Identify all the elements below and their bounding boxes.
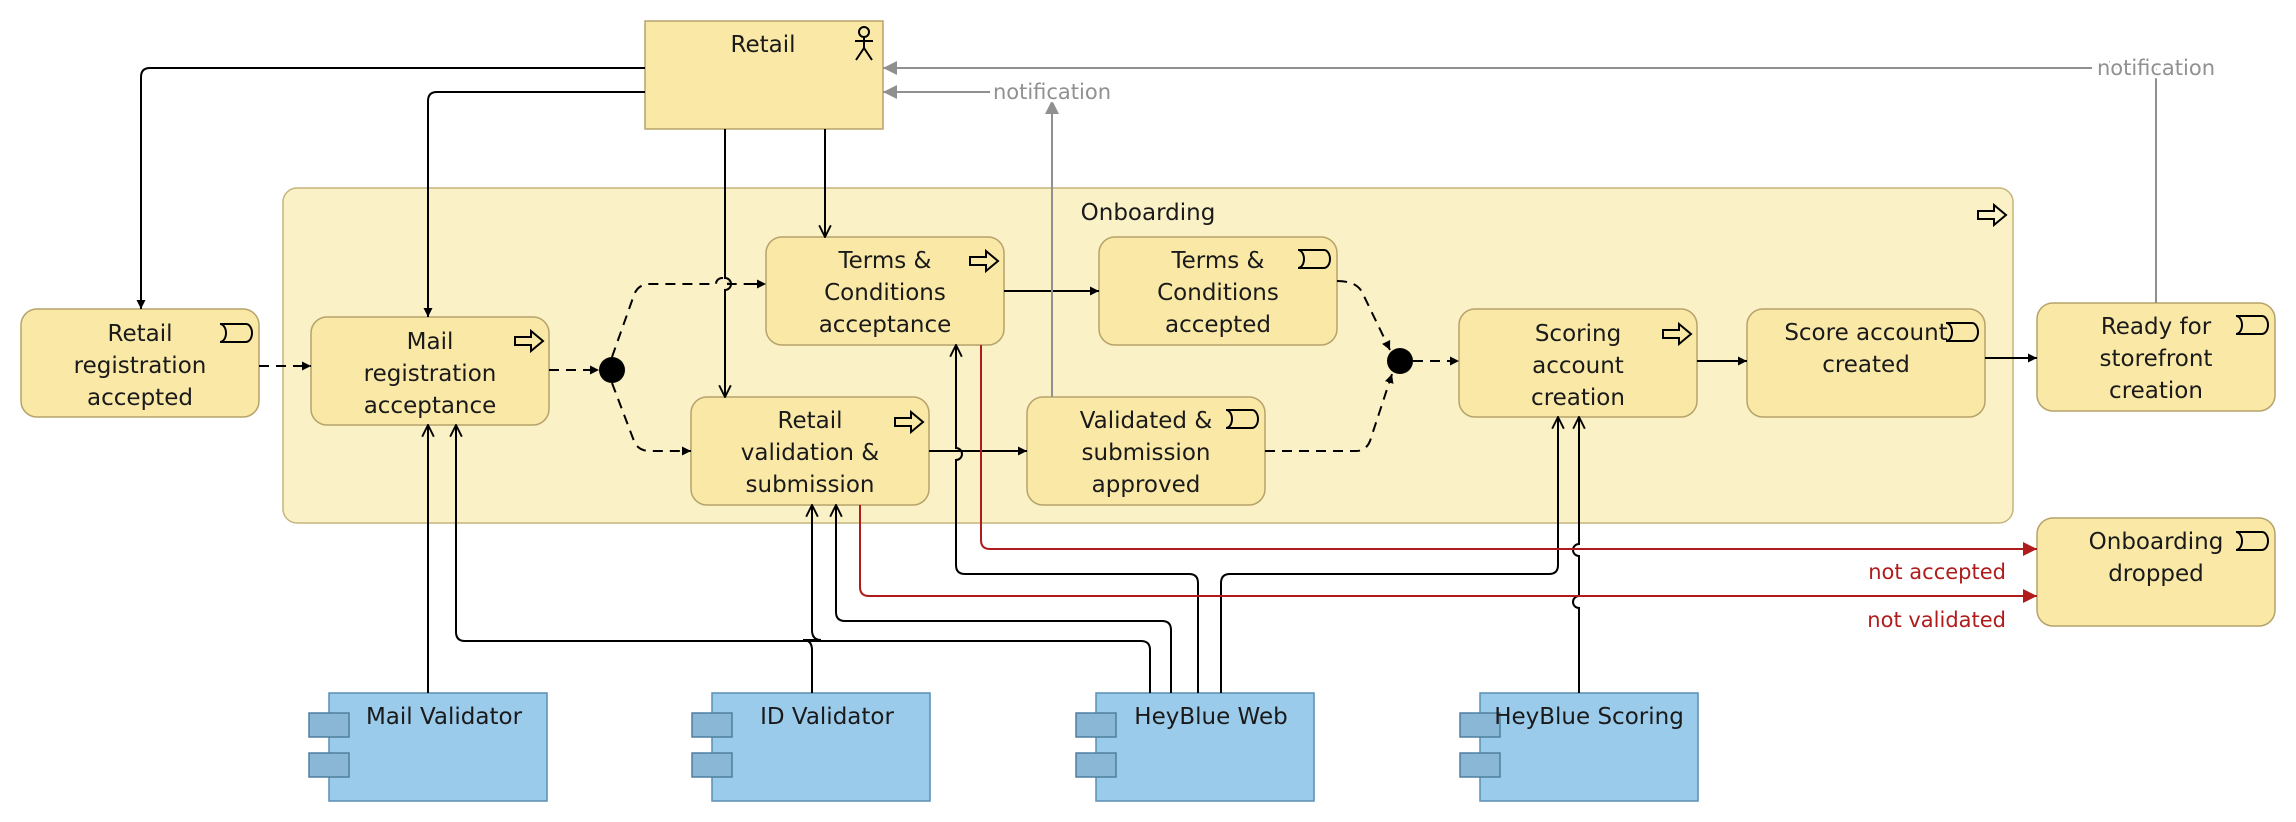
node-label-line: created — [1822, 352, 1910, 378]
junction-and — [599, 357, 625, 383]
node-label-line: Conditions — [824, 280, 946, 306]
component-heyblue-scoring[interactable]: HeyBlue Scoring — [1459, 692, 1699, 802]
process-arrow-icon — [969, 248, 1000, 274]
node-ready-for-storefront-creation[interactable]: Ready for storefront creation — [2036, 302, 2276, 412]
rejection-relations — [859, 345, 2037, 603]
node-label-line: Terms & — [1171, 248, 1265, 274]
node-label-line: Onboarding — [2089, 529, 2224, 555]
process-arrow-icon — [894, 409, 925, 435]
node-retail-validation-submission[interactable]: Retail validation & submission — [690, 396, 930, 506]
node-retail-registration-accepted[interactable]: Retail registration accepted — [20, 308, 260, 418]
node-label-line: creation — [2109, 378, 2203, 404]
serving-relations — [428, 129, 1579, 693]
node-validated-submission-approved[interactable]: Validated & submission approved — [1026, 396, 1266, 506]
node-label-line: accepted — [1165, 312, 1271, 338]
event-icon — [2235, 315, 2269, 335]
node-label-line: Validated & — [1080, 408, 1213, 434]
component-icon — [1075, 712, 1117, 738]
node-label-line: storefront — [2100, 346, 2213, 372]
component-icon — [1075, 752, 1117, 778]
actor-icon — [855, 26, 873, 61]
node-label-line: submission — [1082, 440, 1211, 466]
node-label-line: registration — [74, 353, 207, 379]
node-label-line: account — [1532, 353, 1624, 379]
node-onboarding-dropped[interactable]: Onboarding dropped — [2036, 517, 2276, 627]
node-label-line: acceptance — [819, 312, 952, 338]
node-label-line: Scoring — [1535, 321, 1621, 347]
node-label-line: Retail — [108, 321, 173, 347]
onboarding-group-label: Onboarding — [1081, 200, 1216, 226]
component-label: Mail Validator — [366, 704, 523, 730]
node-label-line: creation — [1531, 385, 1625, 411]
node-label-line: registration — [364, 361, 497, 387]
edge-label-not-accepted: not accepted — [1868, 560, 2006, 584]
event-icon — [2235, 531, 2269, 551]
edge-label-notification: notification — [2097, 56, 2215, 80]
node-label-line: Conditions — [1157, 280, 1279, 306]
node-label-line: dropped — [2108, 561, 2204, 587]
node-label-line: validation & — [741, 440, 880, 466]
node-label-line: Score account — [1784, 320, 1947, 346]
component-icon — [691, 752, 733, 778]
component-id-validator[interactable]: ID Validator — [691, 692, 931, 802]
process-arrow-icon — [514, 328, 545, 354]
edge-label-notification: notification — [993, 80, 1111, 104]
node-terms-conditions-acceptance[interactable]: Terms & Conditions acceptance — [765, 236, 1005, 346]
process-arrow-icon — [1977, 202, 2008, 228]
retail-actor-label: Retail — [731, 32, 796, 58]
event-icon — [1945, 322, 1979, 342]
flow-relations — [259, 277, 1459, 456]
node-label-line: acceptance — [364, 393, 497, 419]
retail-actor[interactable]: Retail — [644, 20, 884, 130]
notification-relations — [883, 61, 2157, 397]
process-arrow-icon — [1662, 321, 1693, 347]
node-label-line: Retail — [778, 408, 843, 434]
component-icon — [1459, 752, 1501, 778]
event-icon — [1297, 249, 1331, 269]
node-label-line: accepted — [87, 385, 193, 411]
component-label: ID Validator — [760, 704, 894, 730]
component-label: HeyBlue Web — [1134, 704, 1287, 730]
component-icon — [691, 712, 733, 738]
component-icon — [1459, 712, 1501, 738]
node-label-line: Terms & — [838, 248, 932, 274]
component-icon — [308, 712, 350, 738]
node-label-line: Mail — [407, 329, 454, 355]
event-icon — [1225, 409, 1259, 429]
component-heyblue-web[interactable]: HeyBlue Web — [1075, 692, 1315, 802]
event-icon — [219, 323, 253, 343]
junction-and — [1387, 348, 1413, 374]
component-icon — [308, 752, 350, 778]
node-label-line: submission — [746, 472, 875, 498]
node-label-line: approved — [1092, 472, 1201, 498]
node-score-account-created[interactable]: Score account created — [1746, 308, 1986, 418]
node-mail-registration-acceptance[interactable]: Mail registration acceptance — [310, 316, 550, 426]
component-mail-validator[interactable]: Mail Validator — [308, 692, 548, 802]
node-terms-conditions-accepted[interactable]: Terms & Conditions accepted — [1098, 236, 1338, 346]
node-scoring-account-creation[interactable]: Scoring account creation — [1458, 308, 1698, 418]
node-label-line: Ready for — [2101, 314, 2212, 340]
component-label: HeyBlue Scoring — [1494, 704, 1684, 730]
edge-label-not-validated: not validated — [1867, 608, 2006, 632]
